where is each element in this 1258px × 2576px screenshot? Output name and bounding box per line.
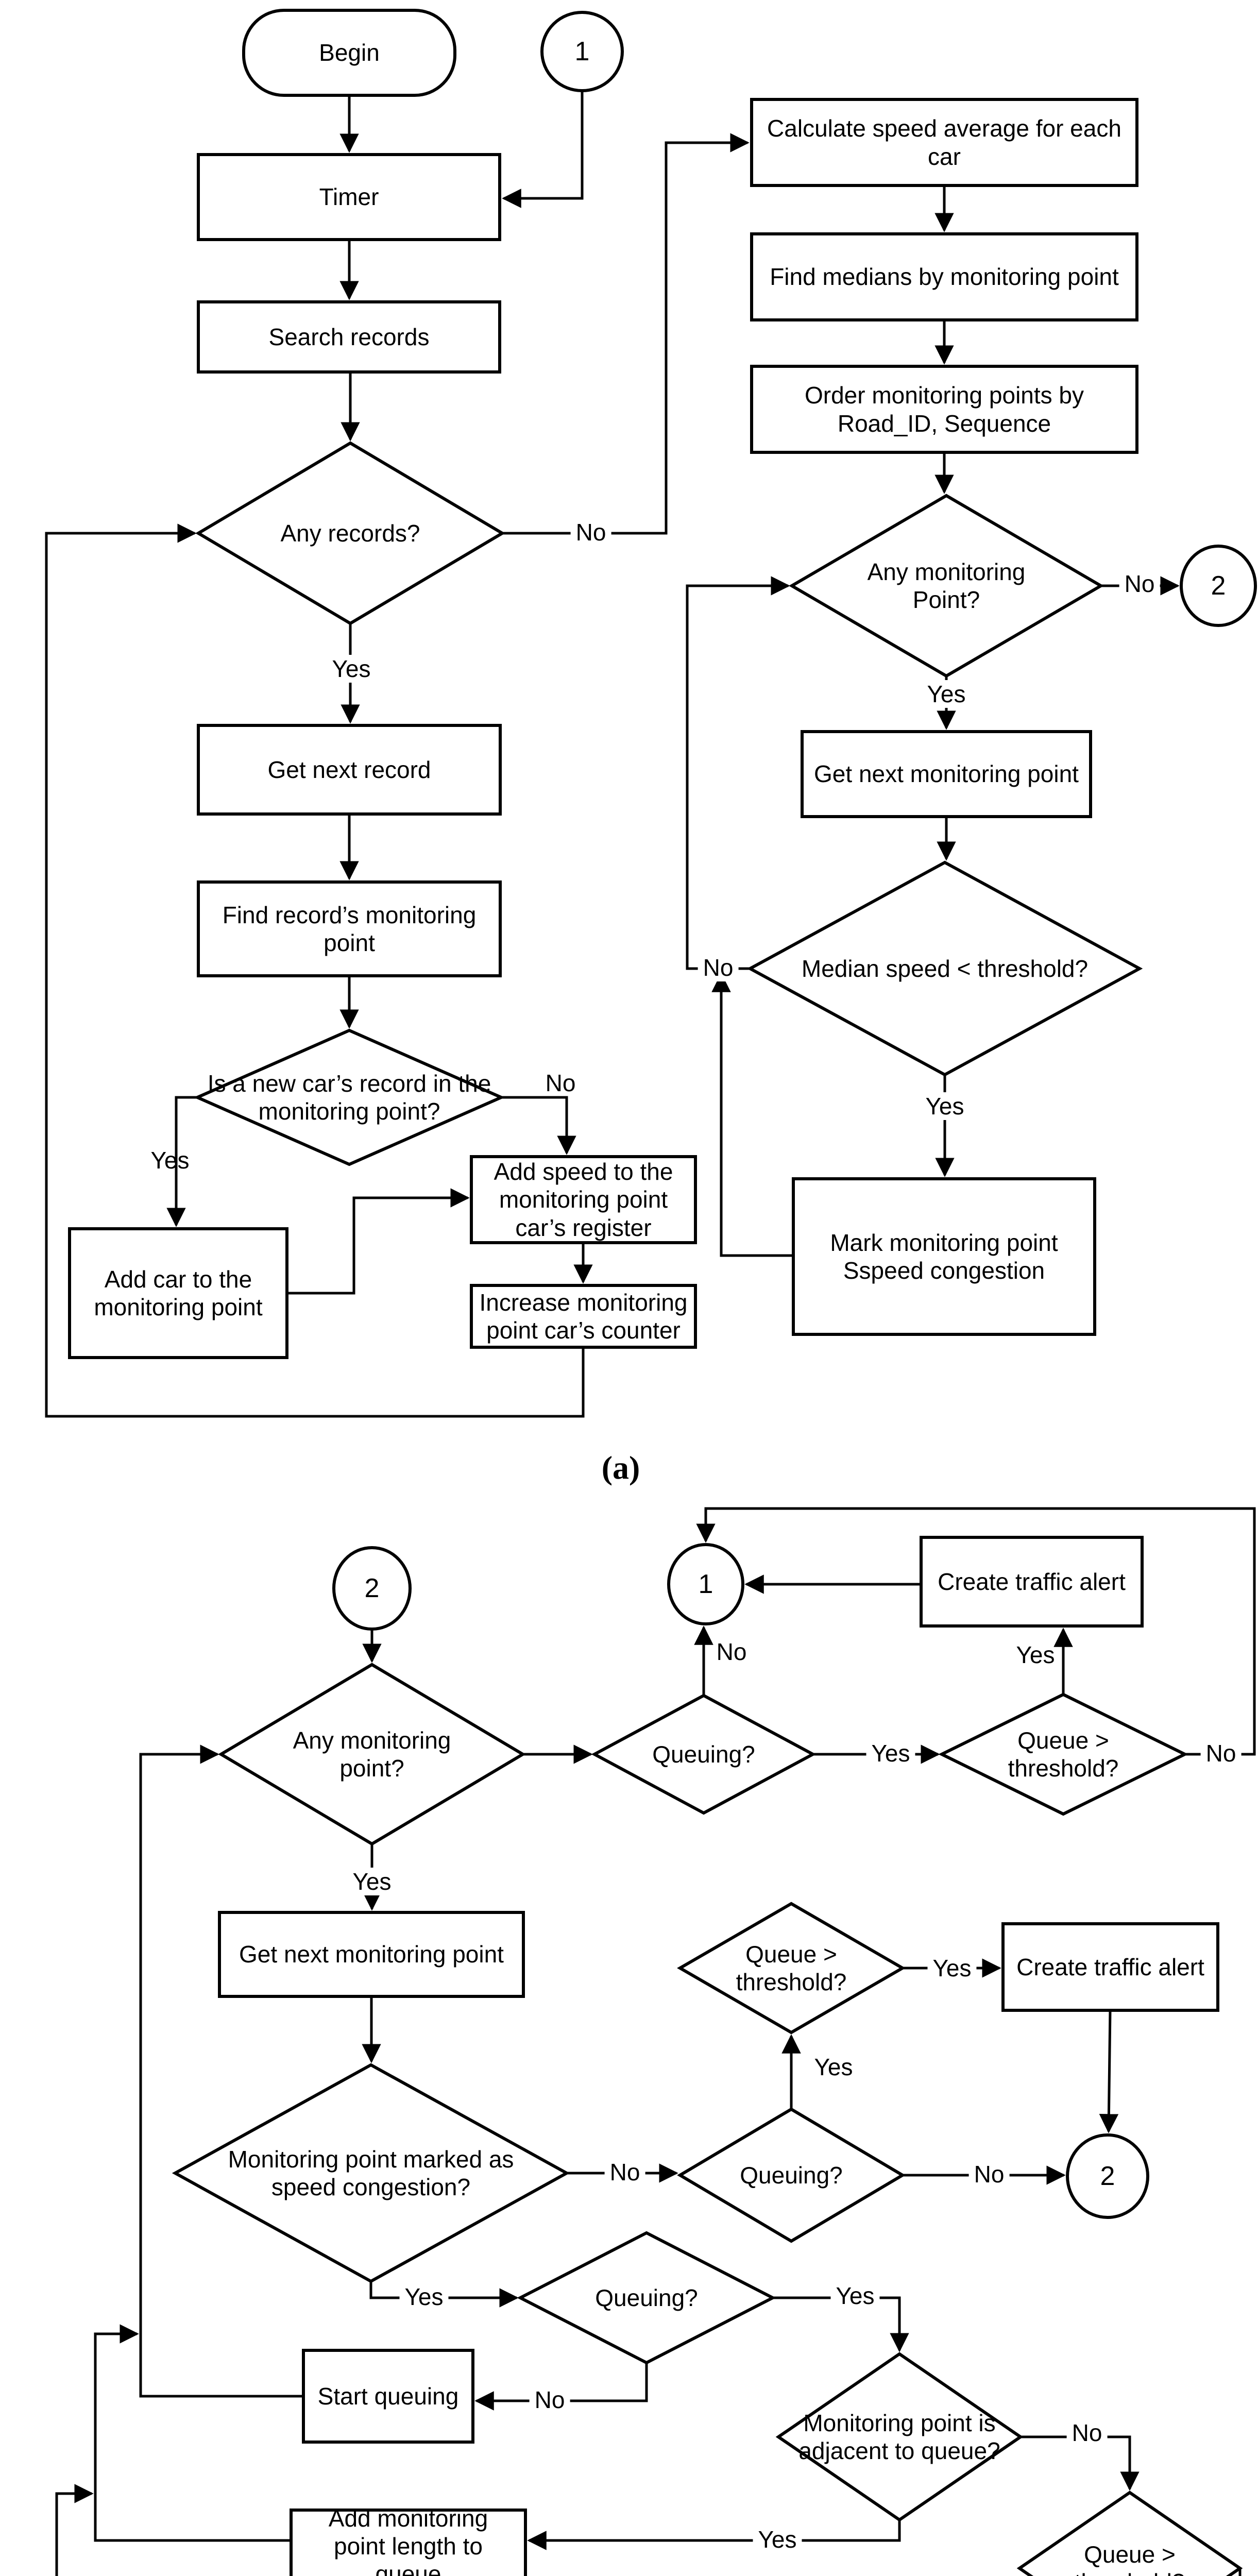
label-adjacent-yes: Yes (753, 2526, 802, 2553)
decision-queuing-top (591, 1693, 817, 1815)
label-get-next-monitoring-point-a: Get next monitoring point (814, 760, 1079, 788)
label-qt-top-yes: Yes (1016, 1641, 1055, 1668)
label-qt-mid-yes: Yes (927, 1954, 977, 1982)
label-timer: Timer (319, 183, 379, 211)
label-get-next-monitoring-point-b: Get next monitoring point (239, 1941, 504, 1968)
label-queuing-top-yes: Yes (866, 1739, 915, 1767)
label-start-queuing-1: Start queuing (317, 2382, 459, 2410)
process-get-next-monitoring-point-b (218, 1911, 525, 1998)
label-calculate-speed: Calculate speed average for each car (767, 115, 1121, 170)
label-any-monitoring-point-b: Any monitoring point? (293, 1726, 451, 1782)
label-queuing-low: Queuing? (595, 2284, 698, 2311)
process-mark-point (792, 1177, 1096, 1336)
process-create-alert-top (920, 1536, 1144, 1628)
edge-mark-loop-merge (711, 973, 793, 1257)
label-any-records-yes: Yes (327, 655, 376, 683)
label-queue-threshold-top: Queue > threshold? (1008, 1726, 1119, 1782)
label-queue-threshold-low: Queue > threshold? (1075, 2540, 1185, 2576)
edge-startqueuing1-loop-anymp (139, 1744, 303, 2398)
edge-queuing-low-yes-adjacent (773, 2296, 909, 2352)
label-queuing-low-yes: Yes (830, 2282, 880, 2310)
label-marked-congestion: Monitoring point marked as speed congest… (228, 2145, 514, 2200)
label-find-medians: Find medians by monitoring point (770, 263, 1119, 291)
label-adjacent-no: No (1066, 2419, 1108, 2447)
edge-connector1-timer (502, 91, 584, 208)
process-increase-counter (470, 1284, 697, 1349)
edge-adjacent-yes-addlength (527, 2520, 901, 2550)
label-queuing-mid-yes: Yes (814, 2054, 853, 2080)
connector-1-b (667, 1543, 744, 1625)
process-create-alert-mid (1001, 1922, 1219, 2012)
label-new-car-yes: Yes (150, 1147, 190, 1174)
label-any-records: Any records? (280, 519, 420, 547)
label-is-new-car: Is a new car’s record in the monitoring … (207, 1070, 491, 1125)
label-connector-1-b: 1 (698, 1569, 713, 1599)
label-search-records: Search records (268, 323, 430, 350)
process-find-medians (750, 232, 1138, 321)
label-create-alert-mid: Create traffic alert (1016, 1953, 1204, 1980)
label-median-yes: Yes (920, 1092, 970, 1120)
label-queue-threshold-mid: Queue > threshold? (736, 1940, 847, 1995)
edge-anyrecords-no-calculate (502, 133, 750, 535)
label-add-length: Add monitoring point length to queue (328, 2504, 488, 2576)
connector-2-a (1180, 545, 1257, 627)
edge-isnewcar-no-addspeed (501, 1096, 576, 1155)
label-add-car: Add car to the monitoring point (94, 1265, 263, 1320)
panel-a-caption: (a) (601, 1449, 640, 1486)
label-median-no: No (698, 954, 739, 981)
label-any-mp-yes-a: Yes (922, 680, 971, 708)
process-get-next-record (197, 724, 502, 816)
label-connector-2-a: 2 (1211, 571, 1226, 601)
label-get-next-record: Get next record (267, 756, 431, 783)
label-any-mp-no-a: No (1119, 570, 1160, 598)
label-queuing-mid-no: No (968, 2160, 1010, 2188)
process-add-length (290, 2509, 527, 2576)
decision-queue-threshold-low (1016, 2490, 1243, 2576)
label-create-alert-top: Create traffic alert (938, 1568, 1126, 1595)
edge-addlength-loop (94, 2324, 291, 2542)
label-median-speed: Median speed < threshold? (801, 955, 1089, 982)
process-get-next-monitoring-point-a (801, 730, 1092, 818)
label-find-records-point: Find record’s monitoring point (222, 901, 477, 956)
label-any-mp-yes-b: Yes (347, 1868, 397, 1895)
label-begin: Begin (319, 39, 380, 66)
edge-median-no-anymp (686, 576, 790, 970)
label-queuing-mid: Queuing? (740, 2161, 843, 2189)
edge-startqueuing2-loop (55, 2484, 94, 2576)
edge-addcar-addspeed (287, 1188, 470, 1295)
process-add-car (68, 1227, 288, 1359)
label-new-car-no: No (545, 1070, 576, 1096)
decision-queue-threshold-mid (677, 1902, 906, 2035)
label-any-monitoring-point-a: Any monitoring Point? (867, 558, 1026, 613)
decision-queuing-mid (677, 2107, 906, 2243)
process-add-speed (470, 1155, 697, 1244)
edge-increase-loop-anyrecords (45, 523, 585, 1418)
label-order-points: Order monitoring points by Road_ID, Sequ… (804, 382, 1084, 437)
label-marked-no: No (604, 2158, 645, 2186)
process-find-records-point (197, 880, 502, 977)
label-connector-2-b-top: 2 (364, 1573, 380, 1603)
process-search-records (197, 300, 501, 374)
label-queuing-top: Queuing? (652, 1740, 755, 1768)
edge-adjacent-no-qt-low (1021, 2435, 1140, 2491)
connector-2-b-mid (1066, 2133, 1149, 2219)
label-connector-2-b-mid: 2 (1100, 2161, 1115, 2191)
label-qt-top-no: No (1200, 1739, 1242, 1767)
label-add-speed: Add speed to the monitoring point car’s … (494, 1158, 673, 1241)
decision-is-new-car (193, 1028, 505, 1166)
label-increase-counter: Increase monitoring point car’s counter (479, 1289, 688, 1344)
label-adjacent-queue: Monitoring point is adjacent to queue? (798, 2409, 1000, 2464)
decision-queue-threshold-top (938, 1692, 1188, 1816)
edge-isnewcar-yes-addcar (166, 1096, 197, 1227)
label-any-records-no: No (570, 518, 611, 546)
label-marked-yes: Yes (399, 2283, 449, 2311)
process-start-queuing-1 (302, 2349, 474, 2444)
label-queuing-top-no: No (716, 1638, 747, 1665)
label-connector-1-a: 1 (574, 37, 590, 66)
label-queuing-low-no: No (529, 2386, 570, 2414)
edge-create-mid-connector2 (1099, 2010, 1119, 2133)
label-mark-point: Mark monitoring point Sspeed congestion (830, 1229, 1058, 1284)
edge-marked-yes-queuing-low (369, 2281, 519, 2308)
